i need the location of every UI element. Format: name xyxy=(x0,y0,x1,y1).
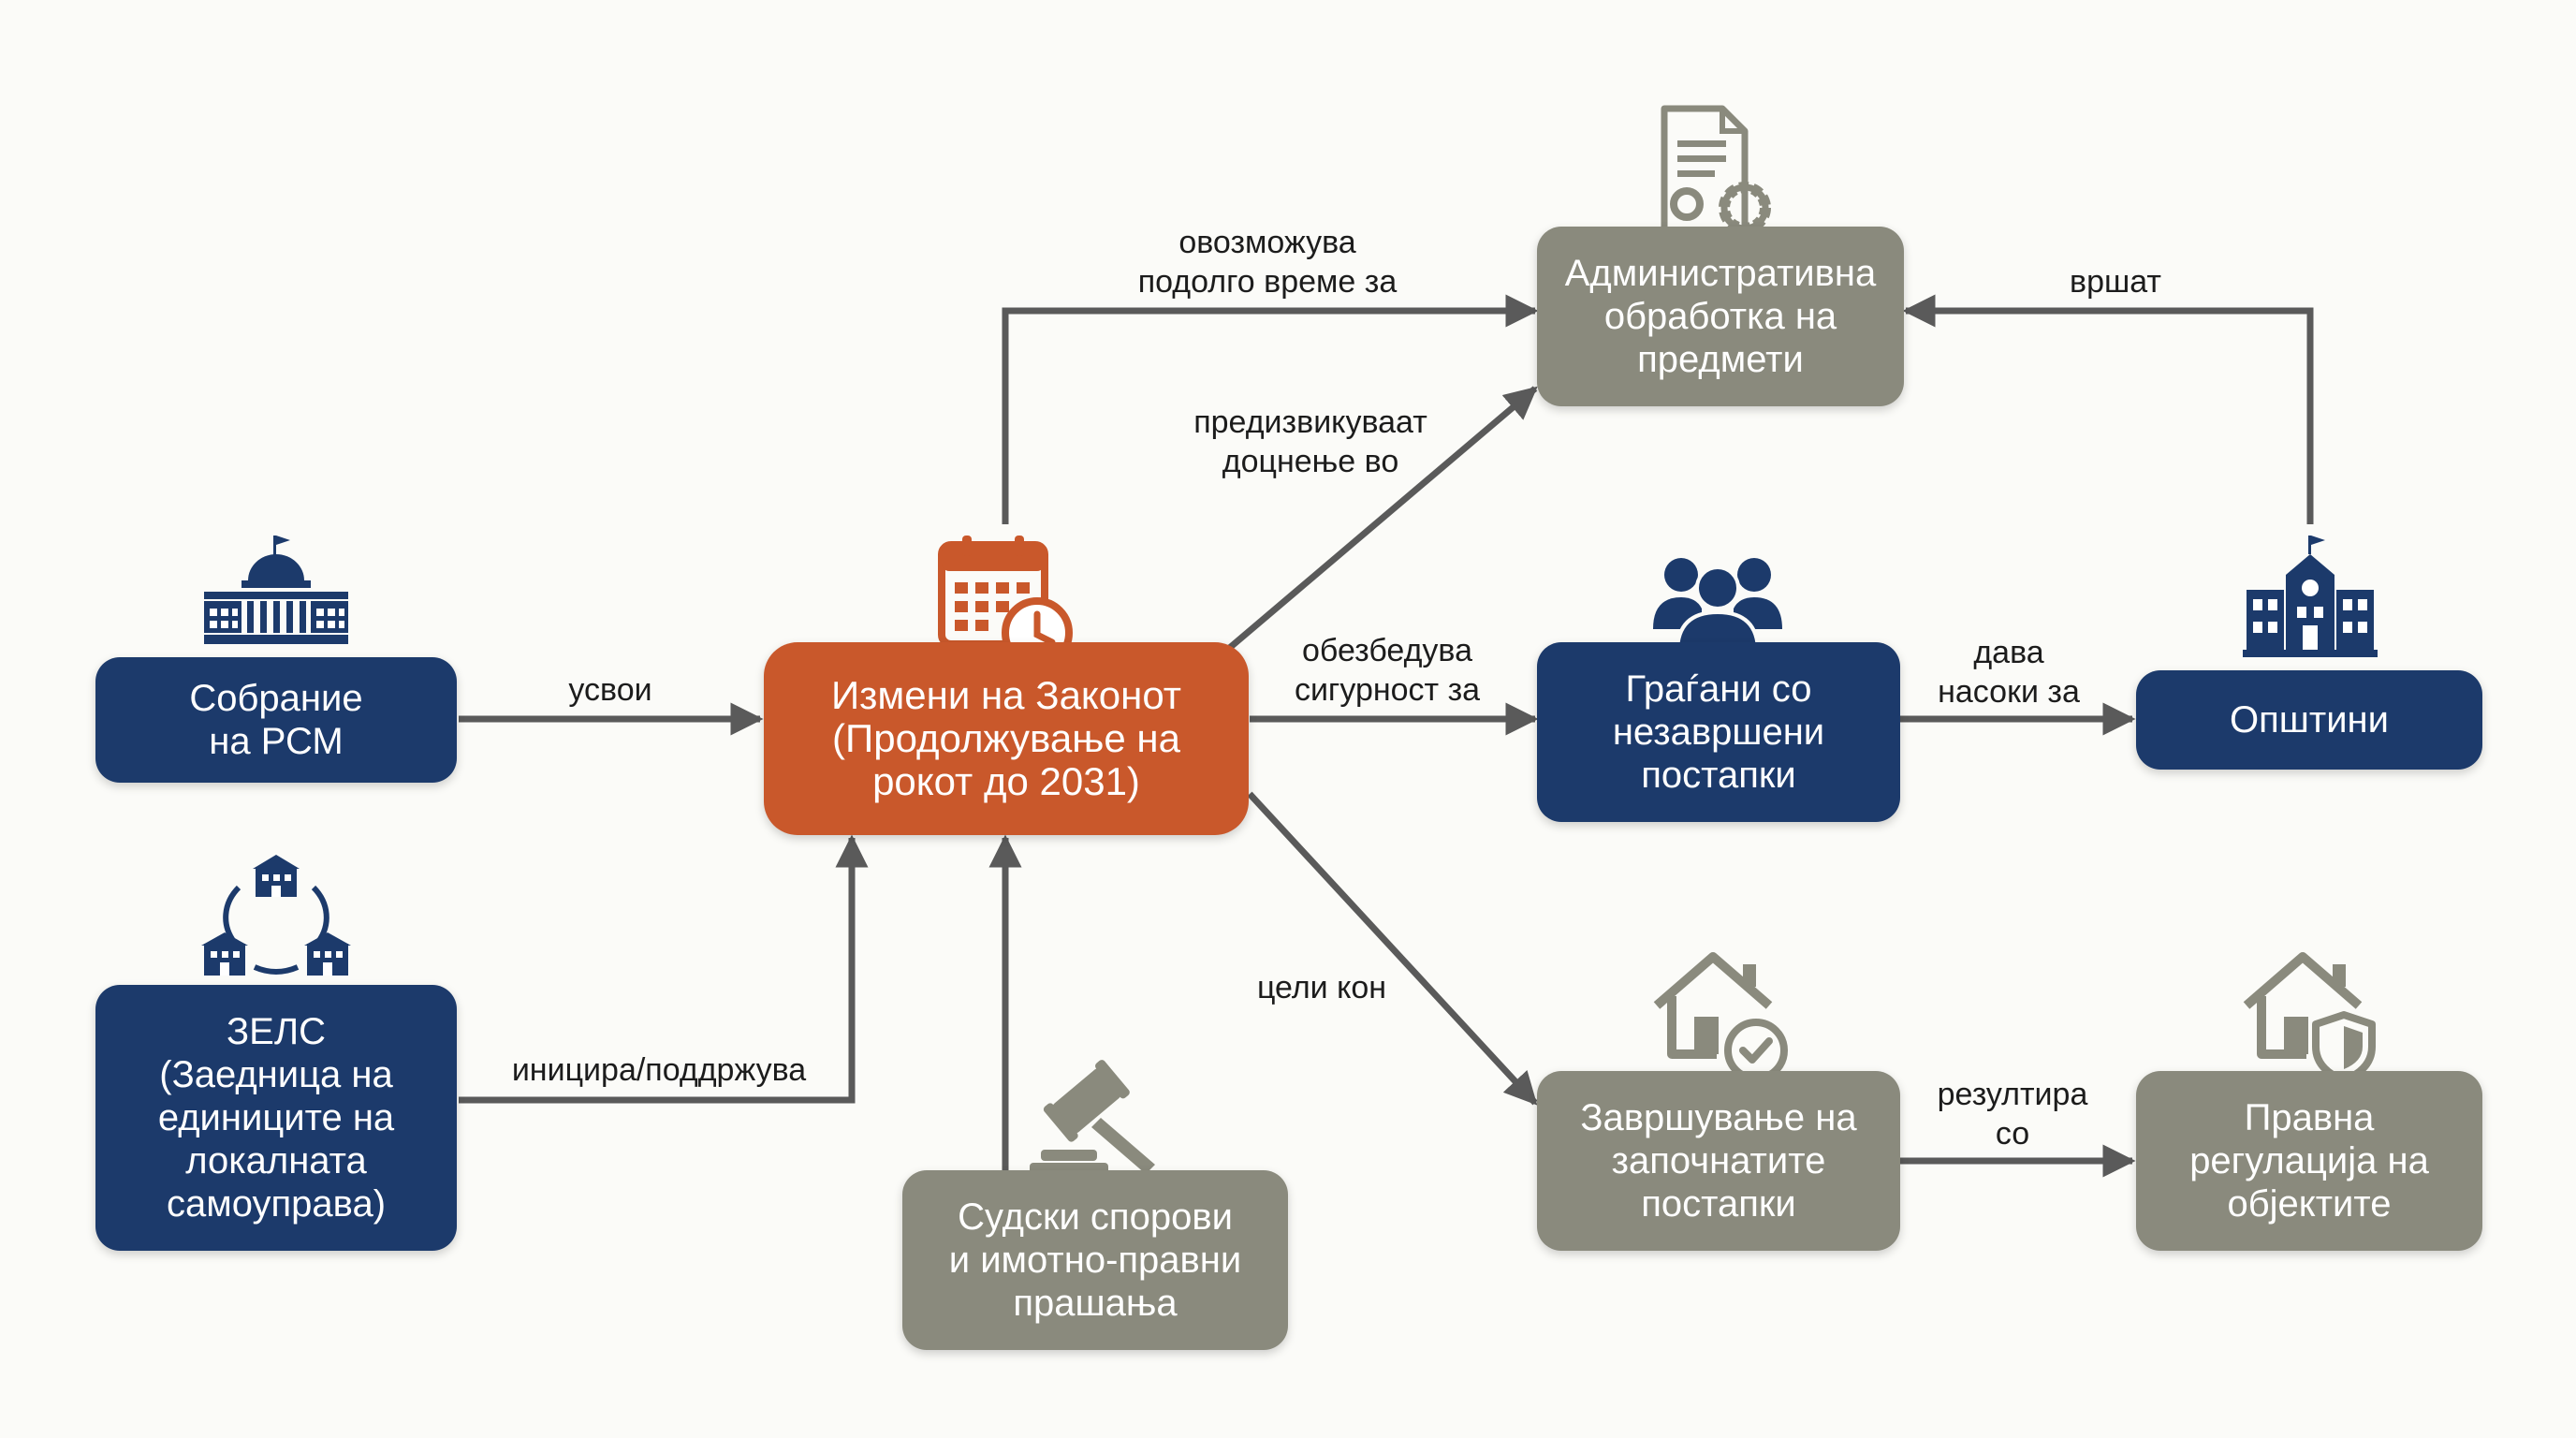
node-sobranie: Собрание на РСМ xyxy=(95,657,457,783)
house-shield-icon xyxy=(2243,952,2376,1084)
edge-label-ovozmozuva: овозможува подолго време за xyxy=(1137,225,1398,300)
municipal-building-icon xyxy=(2243,536,2378,657)
edge-vrsat xyxy=(1902,294,2314,524)
node-sudski-sporovi: Судски спорови и имотно-правни прашања xyxy=(902,1170,1288,1350)
people-group-icon xyxy=(1653,558,1782,653)
edge-label-predizvikuvaat: предизвикуваат доцнење во xyxy=(1193,404,1427,479)
edge-ovozmozuva xyxy=(1002,294,1539,524)
house-check-icon xyxy=(1653,952,1788,1082)
edge-label-rezultira: резултира со xyxy=(1937,1077,2088,1152)
edge-label-celi-kon: цели кон xyxy=(1256,970,1387,1005)
node-zels: ЗЕЛС (Заедница на единиците на локалната… xyxy=(95,985,457,1251)
edge-label-dava-nasoki: дава насоки за xyxy=(1938,635,2080,710)
node-zavrsuvanje: Завршување на започнатите постапки xyxy=(1537,1071,1900,1251)
node-izmeni-na-zakonot: Измени на Законот (Продолжување на рокот… xyxy=(764,642,1249,835)
edge-label-obezbeduva: обезбедува сигурност за xyxy=(1294,633,1481,708)
edge-inicira xyxy=(459,834,869,1104)
edge-label-vrsat: вршат xyxy=(2070,264,2161,300)
node-pravna-regulacija: Правна регулација на објектите xyxy=(2136,1071,2482,1251)
edge-label-usvoi: усвои xyxy=(568,672,652,708)
node-administrativna-obrabotka: Административна обработка на предмети xyxy=(1537,227,1904,406)
node-opstini: Општини xyxy=(2136,670,2482,770)
municipalities-network-icon xyxy=(201,855,351,976)
node-gragjani: Граѓани со незавршени постапки xyxy=(1537,642,1900,822)
edge-predizvikuvaat xyxy=(1223,386,1538,653)
edge-celi-kon xyxy=(1247,791,1538,1106)
parliament-building-icon xyxy=(204,536,348,644)
edge-label-inicira: иницира/поддржува xyxy=(511,1052,807,1088)
document-gear-icon xyxy=(1661,105,1771,236)
gavel-icon xyxy=(1030,1060,1155,1176)
